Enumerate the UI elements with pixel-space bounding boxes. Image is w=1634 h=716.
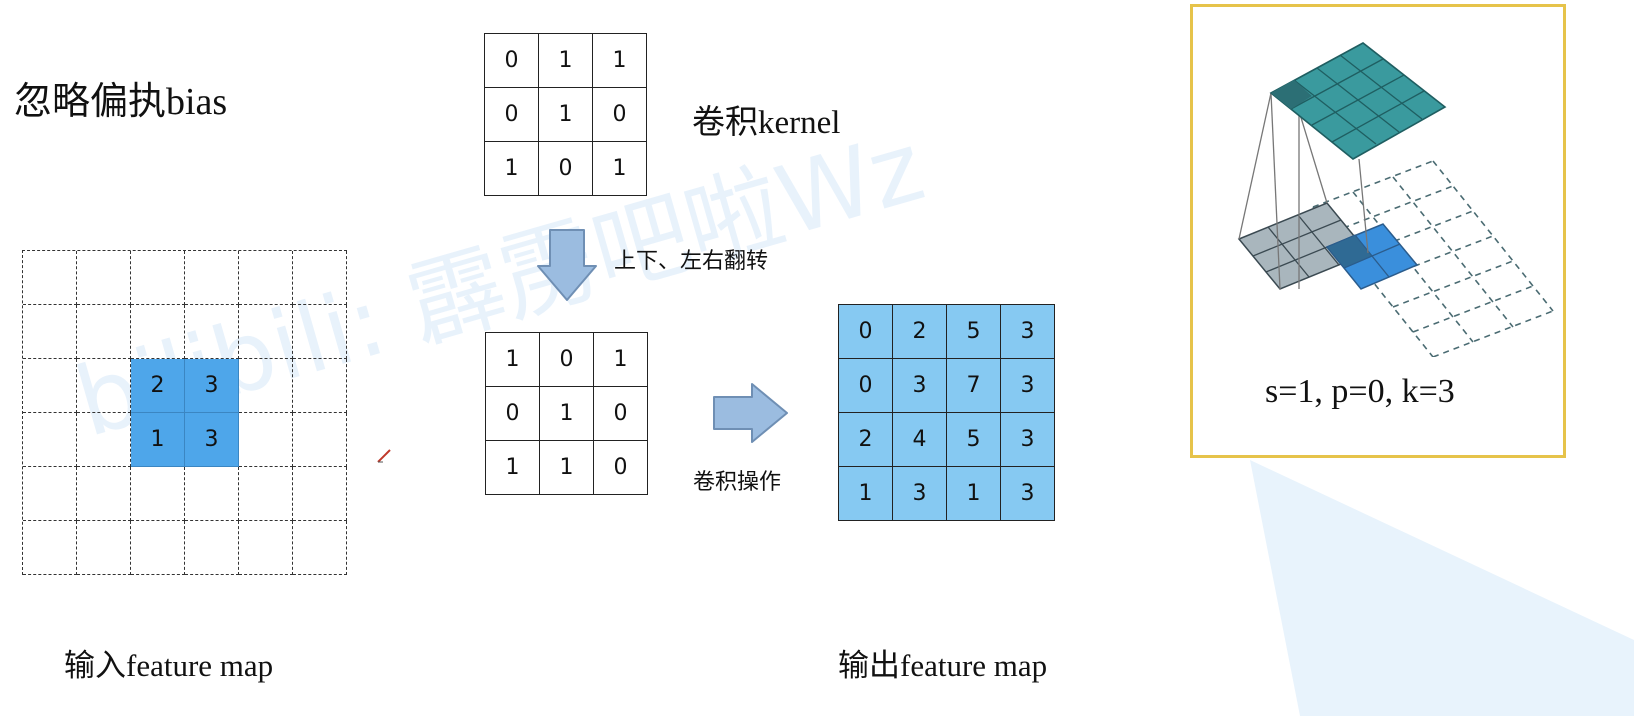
pen-cursor-icon bbox=[377, 449, 391, 463]
inputgrid-cell bbox=[23, 467, 77, 521]
flipped-cell: 1 bbox=[540, 387, 594, 441]
inputgrid-cell bbox=[293, 413, 347, 467]
inputgrid-cell bbox=[131, 305, 185, 359]
inputgrid-cell bbox=[293, 305, 347, 359]
outputgrid-cell: 3 bbox=[893, 467, 947, 521]
kernel-label: 卷积kernel bbox=[692, 105, 841, 141]
flipped-cell: 0 bbox=[486, 387, 540, 441]
outputgrid-cell: 2 bbox=[839, 413, 893, 467]
inputgrid-cell bbox=[23, 521, 77, 575]
inputgrid-cell bbox=[131, 521, 185, 575]
kernel-cell: 0 bbox=[485, 34, 539, 88]
kernel-cell: 1 bbox=[539, 88, 593, 142]
flipped-cell: 0 bbox=[594, 441, 648, 495]
animation-frame: s=1, p=0, k=3 bbox=[1190, 4, 1566, 458]
inputgrid-cell bbox=[77, 305, 131, 359]
inputgrid-cell bbox=[185, 521, 239, 575]
flip-down-arrow bbox=[537, 229, 597, 301]
kernel-cell: 1 bbox=[593, 142, 647, 196]
inputgrid-cell bbox=[239, 467, 293, 521]
flipped-cell: 0 bbox=[594, 387, 648, 441]
outputgrid-cell: 2 bbox=[893, 305, 947, 359]
inputgrid-cell bbox=[239, 413, 293, 467]
outputgrid-cell: 1 bbox=[839, 467, 893, 521]
inputgrid-cell bbox=[293, 521, 347, 575]
output-label: 输出feature map bbox=[838, 648, 1048, 683]
outputgrid-cell: 5 bbox=[947, 413, 1001, 467]
kernel-cell: 0 bbox=[485, 88, 539, 142]
inputgrid-cell: 3 bbox=[185, 359, 239, 413]
conv-op-label: 卷积操作 bbox=[693, 470, 782, 495]
outputgrid-cell: 1 bbox=[947, 467, 1001, 521]
inputgrid-cell bbox=[23, 413, 77, 467]
inputgrid-cell: 2 bbox=[131, 359, 185, 413]
decorative-background-wedge bbox=[1250, 460, 1634, 716]
inputgrid-cell: 1 bbox=[131, 413, 185, 467]
flipped-cell: 1 bbox=[594, 333, 648, 387]
flipped-cell: 0 bbox=[540, 333, 594, 387]
inputgrid-cell bbox=[239, 359, 293, 413]
inputgrid-cell bbox=[77, 413, 131, 467]
flipped-cell: 1 bbox=[486, 333, 540, 387]
input-label: 输入feature map bbox=[64, 648, 274, 683]
outputgrid-cell: 3 bbox=[1001, 467, 1055, 521]
outputgrid-cell: 3 bbox=[893, 359, 947, 413]
ignore-bias-label: 忽略偏执bias bbox=[14, 81, 228, 123]
outputgrid-cell: 5 bbox=[947, 305, 1001, 359]
inputgrid-cell bbox=[77, 359, 131, 413]
kernel-cell: 1 bbox=[485, 142, 539, 196]
flipped-cell: 1 bbox=[486, 441, 540, 495]
outputgrid-cell: 4 bbox=[893, 413, 947, 467]
inputgrid-cell bbox=[77, 251, 131, 305]
kernel-cell: 0 bbox=[593, 88, 647, 142]
outputgrid-cell: 3 bbox=[1001, 359, 1055, 413]
inputgrid-cell bbox=[23, 305, 77, 359]
inputgrid-cell bbox=[293, 359, 347, 413]
inputgrid-cell bbox=[293, 251, 347, 305]
inputgrid-cell bbox=[185, 305, 239, 359]
kernel-cell: 1 bbox=[593, 34, 647, 88]
animation-caption: s=1, p=0, k=3 bbox=[1265, 373, 1455, 410]
outputgrid-cell: 7 bbox=[947, 359, 1001, 413]
flipped-cell: 1 bbox=[540, 441, 594, 495]
outputgrid-cell: 0 bbox=[839, 359, 893, 413]
inputgrid-cell bbox=[23, 251, 77, 305]
outputgrid-cell: 3 bbox=[1001, 305, 1055, 359]
inputgrid-cell bbox=[239, 521, 293, 575]
inputgrid-cell bbox=[239, 305, 293, 359]
inputgrid-cell bbox=[131, 251, 185, 305]
kernel-cell: 1 bbox=[539, 34, 593, 88]
flip-label: 上下、左右翻转 bbox=[614, 249, 769, 274]
inputgrid-cell bbox=[23, 359, 77, 413]
inputgrid-cell bbox=[293, 467, 347, 521]
inputgrid-cell bbox=[131, 467, 185, 521]
convolution-right-arrow bbox=[713, 383, 788, 443]
inputgrid-cell bbox=[185, 251, 239, 305]
inputgrid-cell bbox=[185, 467, 239, 521]
inputgrid-cell bbox=[77, 521, 131, 575]
inputgrid-cell bbox=[77, 467, 131, 521]
inputgrid-cell: 3 bbox=[185, 413, 239, 467]
outputgrid-cell: 3 bbox=[1001, 413, 1055, 467]
inputgrid-cell bbox=[239, 251, 293, 305]
outputgrid-cell: 0 bbox=[839, 305, 893, 359]
transposed-conv-illustration bbox=[1237, 42, 1554, 357]
kernel-cell: 0 bbox=[539, 142, 593, 196]
